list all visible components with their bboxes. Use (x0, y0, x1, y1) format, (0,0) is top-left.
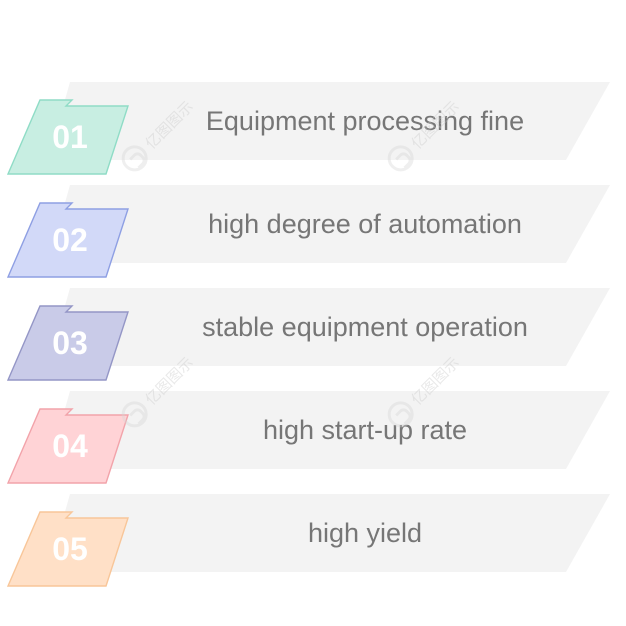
item-label: stable equipment operation (202, 312, 528, 342)
number-badge: 02 (6, 201, 132, 283)
list-item-4: high start-up rate 04 (0, 387, 626, 484)
list-item-5: high yield 05 (0, 490, 626, 587)
list-item-2: high degree of automation 02 (0, 181, 626, 278)
list-item-3: stable equipment operation 03 (0, 284, 626, 381)
badge-shape (6, 202, 129, 278)
badge-number: 01 (52, 119, 88, 155)
item-label: Equipment processing fine (205, 106, 525, 136)
badge-shape (6, 408, 129, 484)
item-label: high yield (307, 518, 423, 548)
badge-shape (6, 305, 129, 381)
number-badge: 04 (6, 407, 132, 489)
badge-number: 02 (52, 222, 88, 258)
item-band (48, 185, 610, 263)
item-label: high degree of automation (208, 209, 522, 239)
number-badge: 01 (6, 98, 132, 180)
item-band (48, 288, 610, 366)
badge-shape (6, 99, 129, 175)
badge-shape (6, 511, 129, 587)
list-item-1: Equipment processing fine 01 (0, 78, 626, 175)
item-band (48, 494, 610, 572)
badge-number: 03 (52, 325, 88, 361)
item-band (48, 82, 610, 160)
badge-number: 05 (52, 531, 88, 567)
number-badge: 05 (6, 510, 132, 592)
badge-number: 04 (52, 428, 88, 464)
number-badge: 03 (6, 304, 132, 386)
item-band (48, 391, 610, 469)
item-label: high start-up rate (262, 415, 468, 445)
